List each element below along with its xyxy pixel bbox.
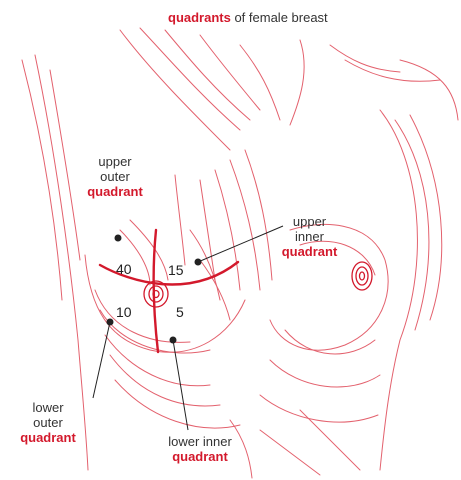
leader-lower-outer [93,322,110,398]
label-lower-outer: lower outer quadrant [8,400,88,445]
pct-lower-outer: 10 [116,304,132,320]
pct-upper-inner: 15 [168,262,184,278]
caption-emphasis: quadrants [168,10,231,25]
pct-upper-outer: 40 [116,261,132,277]
right-shoulder-contour [400,60,458,120]
pct-lower-inner: 5 [176,304,184,320]
label-upper-outer: upper outer quadrant [70,154,160,199]
term-upper-inner: quadrant [262,244,357,259]
label-lower-inner: lower inner quadrant [150,434,250,464]
caption-rest: of female breast [231,10,328,25]
term-lower-outer: quadrant [8,430,88,445]
right-nipple [352,262,372,290]
term-lower-inner: quadrant [150,449,250,464]
caption: quadrants of female breast [168,10,328,25]
upper-outer-marker [115,235,121,241]
term-upper-outer: quadrant [70,184,160,199]
label-upper-inner: upper inner quadrant [262,214,357,259]
